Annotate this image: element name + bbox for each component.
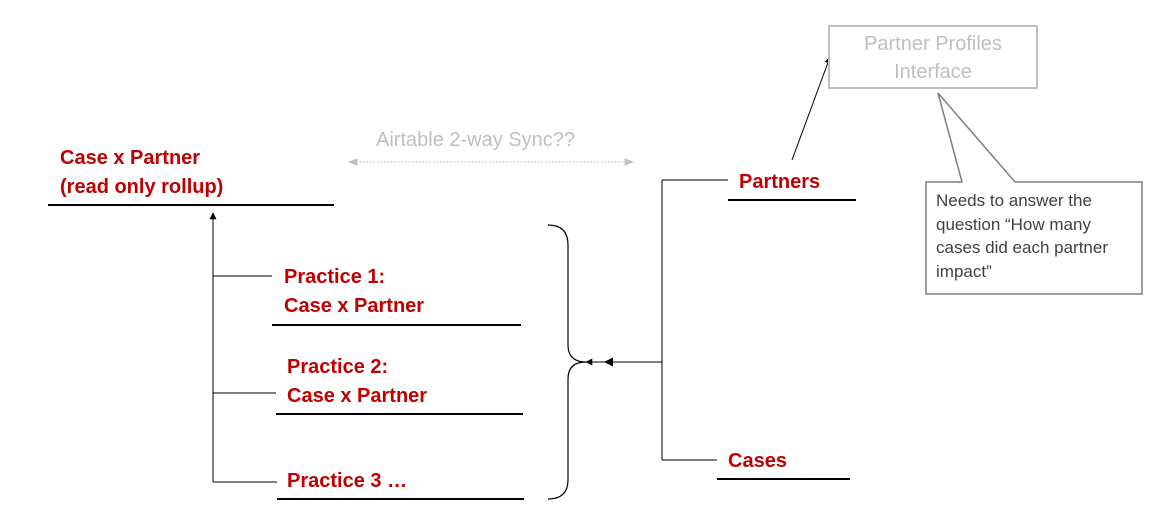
cases-label: Cases bbox=[728, 450, 787, 472]
practice-2-line-2: Case x Partner bbox=[287, 385, 428, 407]
profiles-box-line-1: Partner Profiles bbox=[864, 33, 1002, 55]
rollup-title-line-1: Case x Partner bbox=[60, 147, 201, 169]
rollup-title-line-2: (read only rollup) bbox=[60, 176, 224, 198]
sync-label: Airtable 2-way Sync?? bbox=[376, 129, 575, 151]
callout-box bbox=[925, 92, 1143, 295]
practices-brace bbox=[547, 224, 587, 500]
profiles-box bbox=[828, 25, 1038, 89]
partners-to-profiles-arrow bbox=[791, 56, 832, 161]
profiles-box-line-2: Interface bbox=[894, 61, 972, 83]
practice-1-line-1: Practice 1: bbox=[284, 266, 386, 288]
practice-2-line-1: Practice 2: bbox=[287, 356, 389, 378]
rollup-title: Case x Partner (read only rollup) bbox=[60, 144, 223, 202]
merge-arrowhead-2 bbox=[604, 357, 613, 367]
callout-text: Needs to answer the question “How many c… bbox=[936, 191, 1108, 281]
practice-2-label: Practice 2: Case x Partner bbox=[287, 353, 427, 411]
practice-1-label: Practice 1: Case x Partner bbox=[284, 263, 424, 321]
practice-3-label: Practice 3 … bbox=[287, 467, 407, 496]
practice-3-line-1: Practice 3 … bbox=[287, 470, 408, 492]
practice-1-line-2: Case x Partner bbox=[284, 295, 425, 317]
partners-label: Partners bbox=[739, 171, 821, 193]
profiles-box-label: Partner Profiles Interface bbox=[829, 30, 1037, 86]
